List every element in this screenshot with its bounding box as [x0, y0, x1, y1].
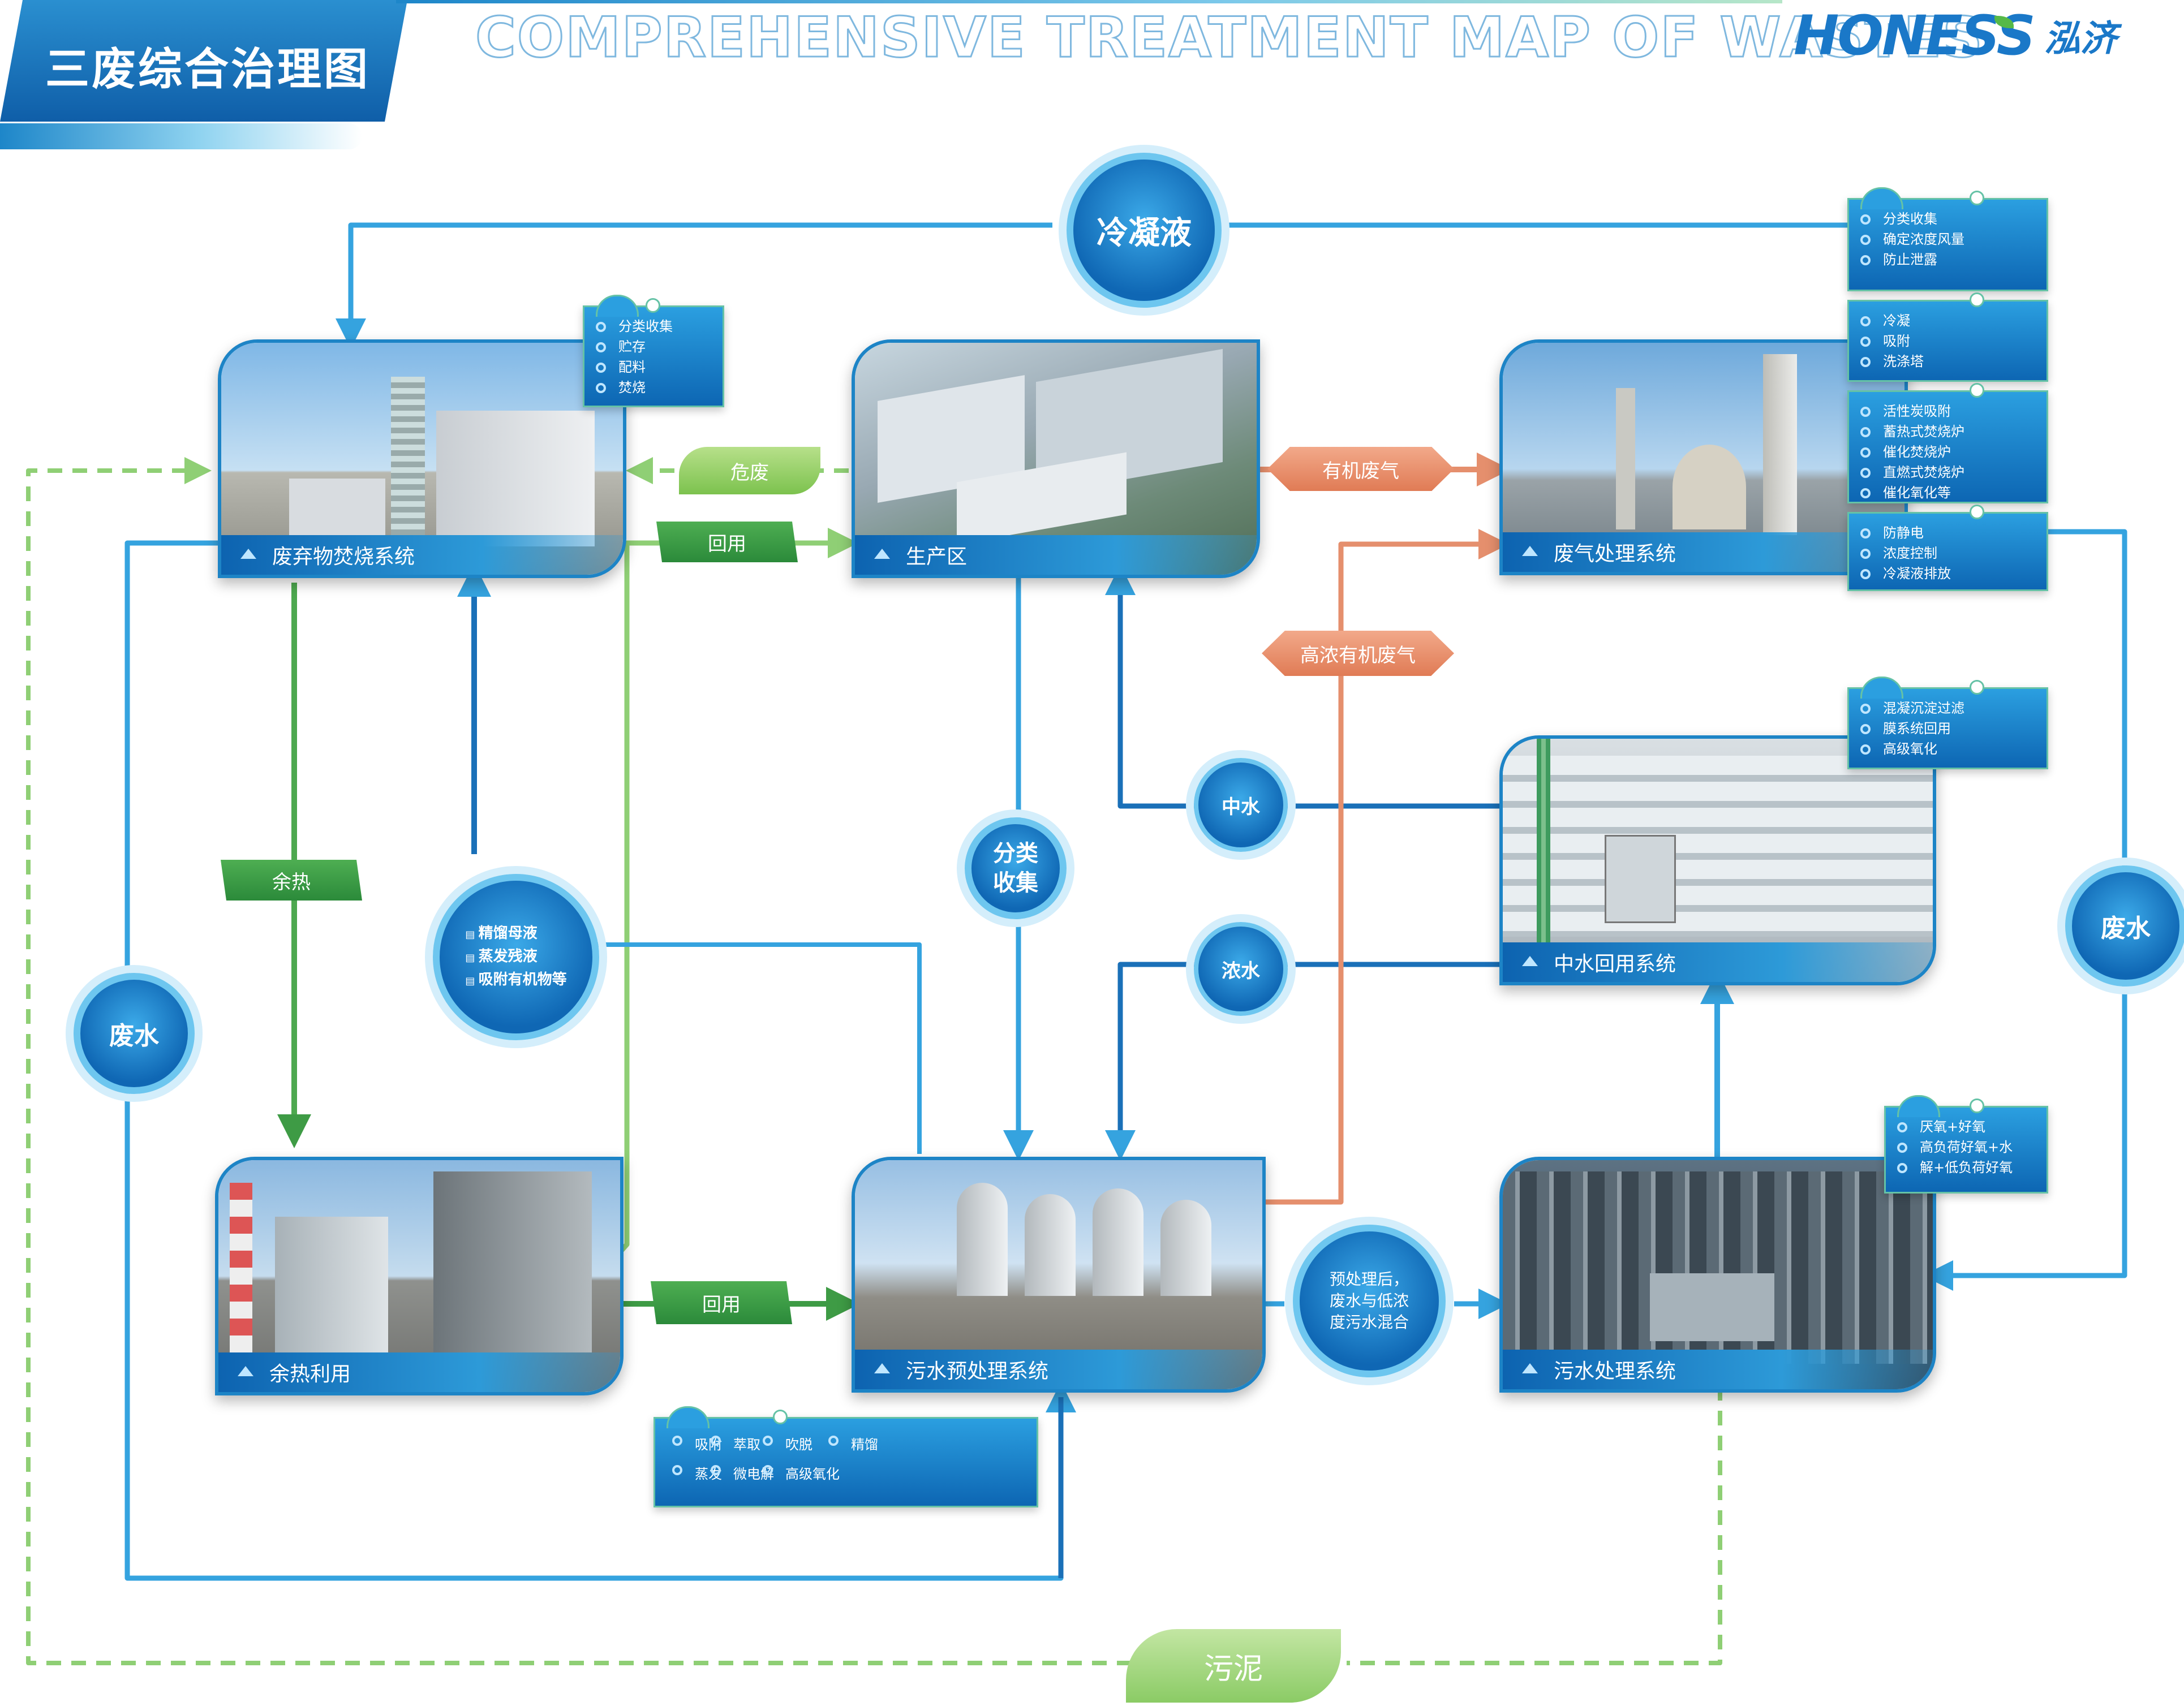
pretreat-caption: 污水预处理系统: [855, 1350, 1262, 1389]
info-item: 高级氧化: [763, 1459, 840, 1489]
info-item: 蓄热式焚烧炉: [1860, 421, 2041, 442]
info-item: 催化焚烧炉: [1860, 442, 2041, 462]
circle-middle-water: 中水: [1194, 758, 1288, 852]
tag-hazard: 危废: [679, 447, 820, 494]
line-concentrate: [1105, 962, 1502, 1161]
circle-item: 吸附有机物等: [465, 969, 567, 992]
info-item: 精馏: [828, 1430, 878, 1459]
info-item: 分类收集: [1860, 209, 2041, 229]
waste-gas-caption: 废气处理系统: [1503, 532, 1904, 572]
info-item: 浓度控制: [1860, 543, 2041, 563]
tag-waste-heat: 余热: [221, 860, 362, 901]
info-item: 防静电: [1860, 523, 2041, 543]
line-sludge: [1347, 1386, 1722, 1665]
card-pretreat: 污水预处理系统: [852, 1157, 1266, 1393]
info-item: 活性炭吸附: [1860, 401, 2041, 421]
production-caption: 生产区: [855, 535, 1257, 575]
circle-concentrate: 浓水: [1194, 922, 1288, 1016]
info-gas-1: 分类收集 确定浓度风量 防止泄露: [1847, 187, 2048, 291]
line-condensate: [351, 222, 1850, 334]
line-mother-right: [588, 942, 922, 1154]
info-item: 高负荷好氧+水: [1897, 1137, 2041, 1157]
tag-high-organic-gas: 高浓有机废气: [1262, 631, 1454, 676]
info-reclaimed: 混凝沉淀过滤 膜系统回用 高级氧化: [1847, 677, 2048, 769]
info-pretreat: 吸附 萃取 吹脱 精馏 蒸发 微电解 高级氧化: [654, 1406, 1038, 1507]
header-divider: [396, 0, 1782, 3]
info-item: 配料: [596, 357, 717, 377]
info-item: 膜系统回用: [1860, 718, 2041, 739]
tag-reuse-top: 回用: [656, 522, 798, 562]
tag-sludge: 污泥: [1126, 1629, 1341, 1703]
circle-wastewater-right: 废水: [2065, 865, 2184, 986]
reclaimed-caption: 中水回用系统: [1503, 942, 1933, 982]
tag-reuse-bottom: 回用: [651, 1281, 792, 1324]
info-item: 萃取: [711, 1430, 774, 1459]
sewage-photo: [1503, 1160, 1933, 1389]
title-underline: [0, 123, 362, 149]
heat-reuse-caption: 余热利用: [218, 1352, 620, 1392]
info-gas-3: 活性炭吸附 蓄热式焚烧炉 催化焚烧炉 直燃式焚烧炉 催化氧化等: [1847, 383, 2048, 503]
circle-condensate: 冷凝液: [1067, 153, 1222, 308]
info-item: 确定浓度风量: [1860, 229, 2041, 249]
circle-item: 精馏母液: [465, 923, 566, 946]
sewage-caption: 污水处理系统: [1503, 1350, 1933, 1389]
info-item: 解+低负荷好氧: [1897, 1157, 2041, 1178]
page-title: 三废综合治理图: [45, 44, 371, 95]
circle-mother-liquor: 精馏母液 蒸发残液 吸附有机物等: [433, 874, 599, 1040]
english-title: COMPREHENSIVE TREATMENT MAP OF WASTES: [475, 5, 1984, 71]
info-item: 厌氧+好氧: [1897, 1117, 2041, 1137]
info-item: 冷凝: [1860, 311, 2041, 331]
circle-classify: 分类收集: [965, 817, 1067, 919]
tag-organic-gas: 有机废气: [1267, 447, 1454, 491]
logo-cn: 泓济: [2044, 18, 2117, 60]
info-item: 直燃式焚烧炉: [1860, 462, 2041, 482]
info-item: 贮存: [596, 337, 717, 357]
info-item: 混凝沉淀过滤: [1860, 698, 2041, 718]
card-waste-gas: 废气处理系统: [1499, 339, 1908, 575]
card-sewage: 污水处理系统: [1499, 1157, 1936, 1393]
card-heat-reuse: 余热利用: [215, 1157, 624, 1395]
info-item: 焚烧: [596, 377, 717, 398]
circle-mixing: 预处理后，废水与低浓度污水混合: [1293, 1225, 1446, 1377]
info-item: 洗涤塔: [1860, 351, 2041, 372]
info-item: 防止泄露: [1860, 249, 2041, 270]
card-incineration: 废弃物焚烧系统: [218, 339, 626, 578]
circle-wastewater-left: 废水: [74, 973, 195, 1094]
card-production: 生产区: [852, 339, 1260, 578]
info-item: 冷凝液排放: [1860, 563, 2041, 584]
info-gas-2: 冷凝 吸附 洗涤塔: [1847, 292, 2048, 382]
line-reuse-top: [614, 528, 858, 1258]
info-item: 吸附: [1860, 331, 2041, 351]
logo-wordmark: HONESS: [1794, 4, 2036, 67]
leaf-icon: [1994, 16, 2014, 28]
info-item: 高级氧化: [1860, 739, 2041, 759]
company-logo: HONESS 泓济: [1794, 4, 2117, 67]
info-sewage: 厌氧+好氧 高负荷好氧+水 解+低负荷好氧: [1884, 1095, 2048, 1194]
info-item: 分类收集: [596, 316, 717, 337]
card-reclaimed: 中水回用系统: [1499, 735, 1936, 985]
line-high-organic: [1262, 529, 1509, 1205]
info-incineration: 分类收集 贮存 配料 焚烧: [583, 295, 724, 407]
reclaimed-photo: [1503, 739, 1933, 982]
incineration-caption: 废弃物焚烧系统: [221, 535, 623, 575]
line-middle-water: [1105, 565, 1502, 809]
info-gas-4: 防静电 浓度控制 冷凝液排放: [1847, 505, 2048, 591]
title-banner: [0, 0, 407, 122]
circle-item: 蒸发残液: [465, 946, 566, 969]
info-item: 催化氧化等: [1860, 482, 2041, 503]
line-left-dashed: [26, 457, 1132, 1665]
info-item: 吹脱: [763, 1430, 840, 1459]
